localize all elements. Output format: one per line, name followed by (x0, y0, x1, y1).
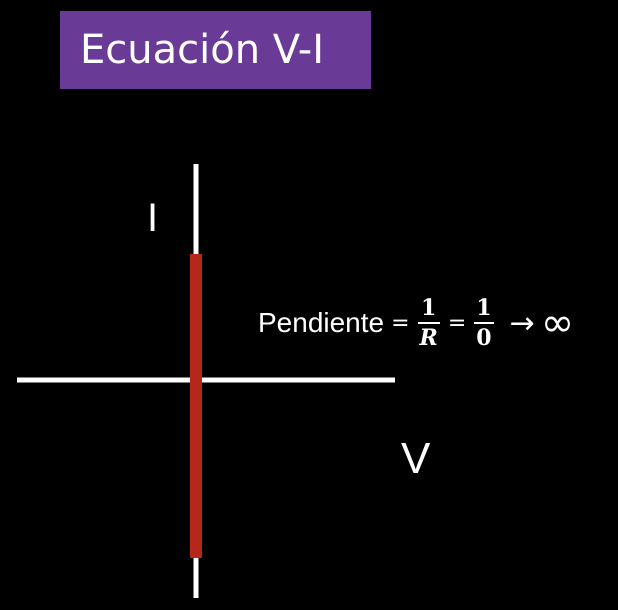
slope-word: Pendiente (258, 307, 385, 338)
equals-sign: = (391, 310, 410, 336)
fraction-denominator: 0 (476, 325, 492, 351)
slide-title: Ecuación V-I (80, 27, 325, 73)
fraction-one-over-zero: 1 0 (474, 294, 494, 352)
arrow-icon: → (509, 305, 535, 341)
slope-formula: Pendiente = 1 R = 1 0 → ∞ (258, 283, 574, 363)
infinity-symbol: ∞ (540, 300, 575, 346)
fraction-one-over-r: 1 R (417, 294, 440, 352)
fraction-denominator: R (419, 325, 438, 351)
equals-sign: = (447, 310, 467, 336)
fraction-numerator: 1 (421, 295, 437, 321)
y-axis-label: I (147, 196, 159, 240)
title-banner: Ecuación V-I (60, 11, 371, 89)
x-axis-label: V (401, 434, 431, 483)
fraction-bar (474, 322, 494, 324)
fraction-bar (417, 322, 440, 324)
fraction-numerator: 1 (476, 295, 492, 321)
